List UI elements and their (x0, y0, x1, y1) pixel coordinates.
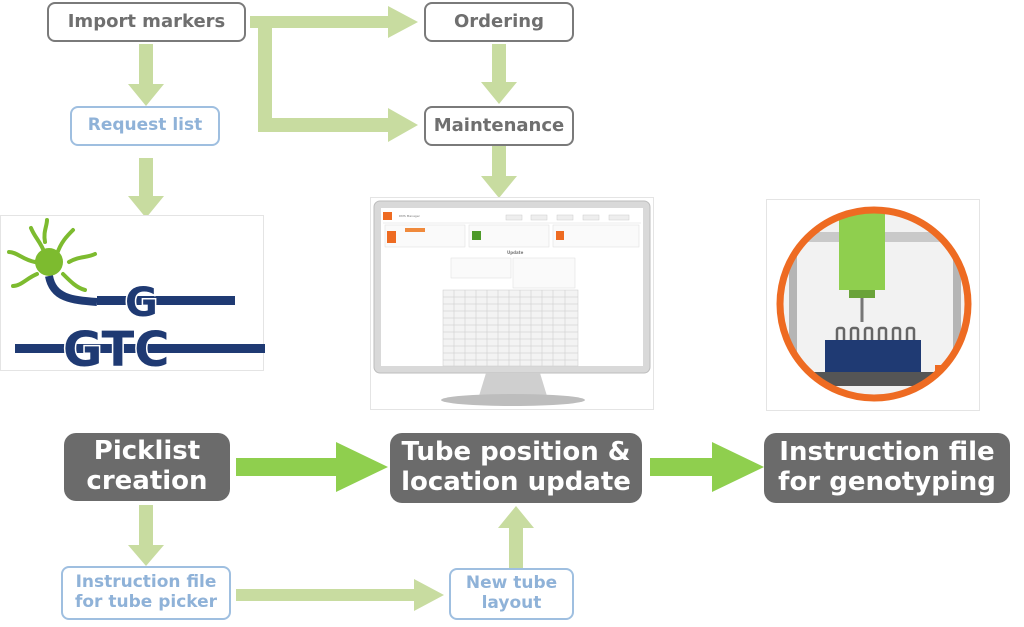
instruction-genotyping-box: Instruction file for genotyping (764, 433, 1010, 503)
tube-picker-robot (776, 206, 972, 402)
arrow-picker-to-layout (236, 579, 444, 611)
new-tube-layout-line1: New tube (465, 573, 558, 594)
arrow-request-to-logo (128, 158, 164, 218)
ordering-box: Ordering (424, 2, 574, 42)
monitor-illustration (373, 200, 651, 406)
arrow-tube-to-genotyping (650, 442, 764, 492)
arrow-layout-to-tube (498, 506, 534, 568)
instruction-picker-line2: for tube picker (74, 592, 218, 612)
tube-position-label-line2: location update (401, 467, 631, 497)
software-screenshot-panel: DMS Manager Update (370, 197, 654, 410)
tube-grid (442, 289, 579, 367)
logo-letter-g: G (125, 280, 158, 326)
instruction-picker-box: Instruction file for tube picker (61, 566, 231, 620)
app-logo-icon (383, 212, 392, 220)
light-arrows (128, 6, 534, 611)
screenshot-update-title: Update (507, 250, 524, 255)
picklist-label-line2: creation (86, 466, 208, 496)
picklist-creation-box: Picklist creation (64, 433, 230, 501)
import-markers-label: Import markers (67, 10, 226, 32)
ordering-label: Ordering (453, 10, 545, 32)
gtc-logo: G GTC (7, 218, 265, 380)
new-tube-layout-box: New tube layout (449, 568, 574, 620)
arrow-picklist-to-tube (236, 442, 388, 492)
strong-arrows (236, 442, 764, 492)
import-markers-box: Import markers (47, 2, 246, 42)
new-tube-layout-line2: layout (481, 593, 542, 613)
strand-top (97, 296, 235, 305)
screenshot-window-title: DMS Manager (399, 214, 420, 218)
connector-line (45, 274, 98, 306)
arrow-import-to-maintenance (258, 28, 418, 142)
instruction-picker-line1: Instruction file (75, 572, 217, 593)
instruction-genotyping-line2: for genotyping (778, 467, 996, 497)
arrow-import-to-ordering (250, 6, 418, 38)
arrow-ordering-to-maintenance (481, 44, 517, 104)
picklist-label-line1: Picklist (93, 436, 201, 467)
robot-image-panel (766, 199, 980, 411)
tube-position-label-line1: Tube position & (401, 437, 631, 468)
request-list-box: Request list (70, 106, 220, 146)
maintenance-box: Maintenance (424, 106, 574, 146)
request-list-label: Request list (87, 115, 203, 136)
arrow-maintenance-to-screen (481, 146, 517, 198)
strand-bottom (15, 344, 265, 353)
maintenance-label: Maintenance (433, 114, 565, 136)
green-node-icon (35, 248, 63, 276)
gtc-logo-panel: G GTC (0, 215, 265, 380)
tube-position-box: Tube position & location update (390, 433, 642, 503)
instruction-genotyping-line1: Instruction file (779, 437, 995, 468)
arrow-picklist-to-picker (128, 505, 164, 566)
logo-letters-gtc: GTC (63, 322, 170, 372)
arrow-import-to-request (128, 44, 164, 106)
